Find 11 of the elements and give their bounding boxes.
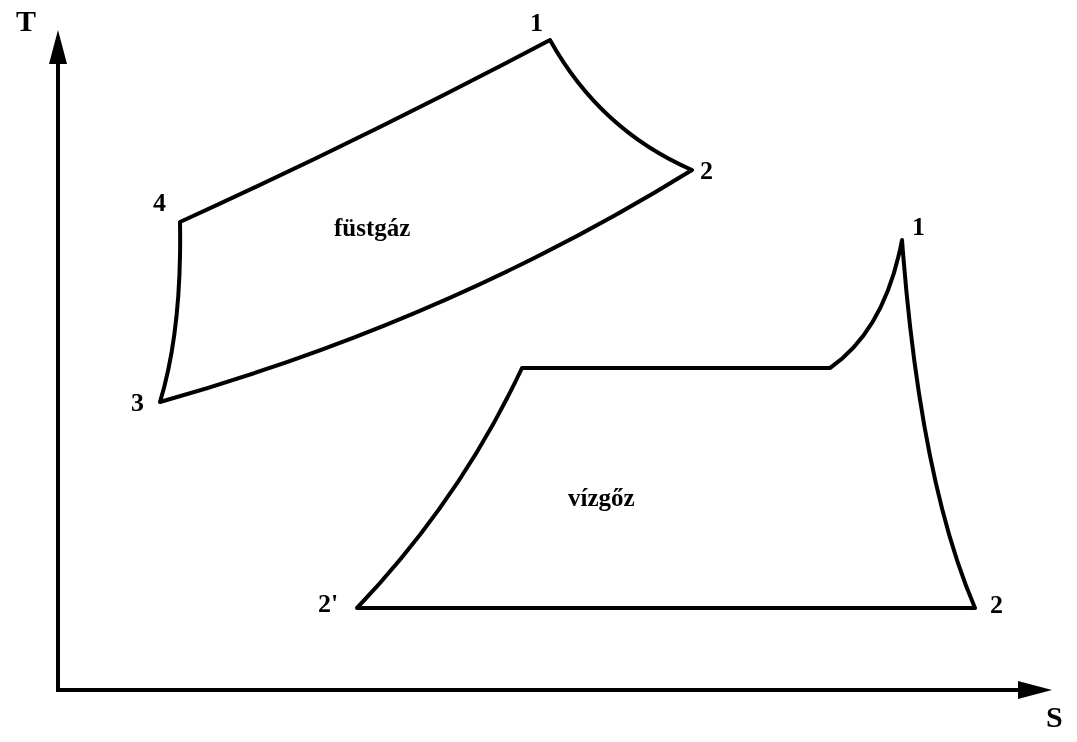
axis-label: T [16,6,36,36]
point-label: 2' [318,591,339,617]
point-label: 2 [990,592,1003,618]
point-label: 2 [700,158,713,184]
point-label: 3 [131,390,144,416]
axis-label: S [1046,702,1063,732]
region-label: füstgáz [334,215,411,240]
point-label: 1 [530,10,543,36]
point-label: 4 [153,190,166,216]
region-label: vízgőz [568,485,635,510]
point-label: 1 [912,214,925,240]
